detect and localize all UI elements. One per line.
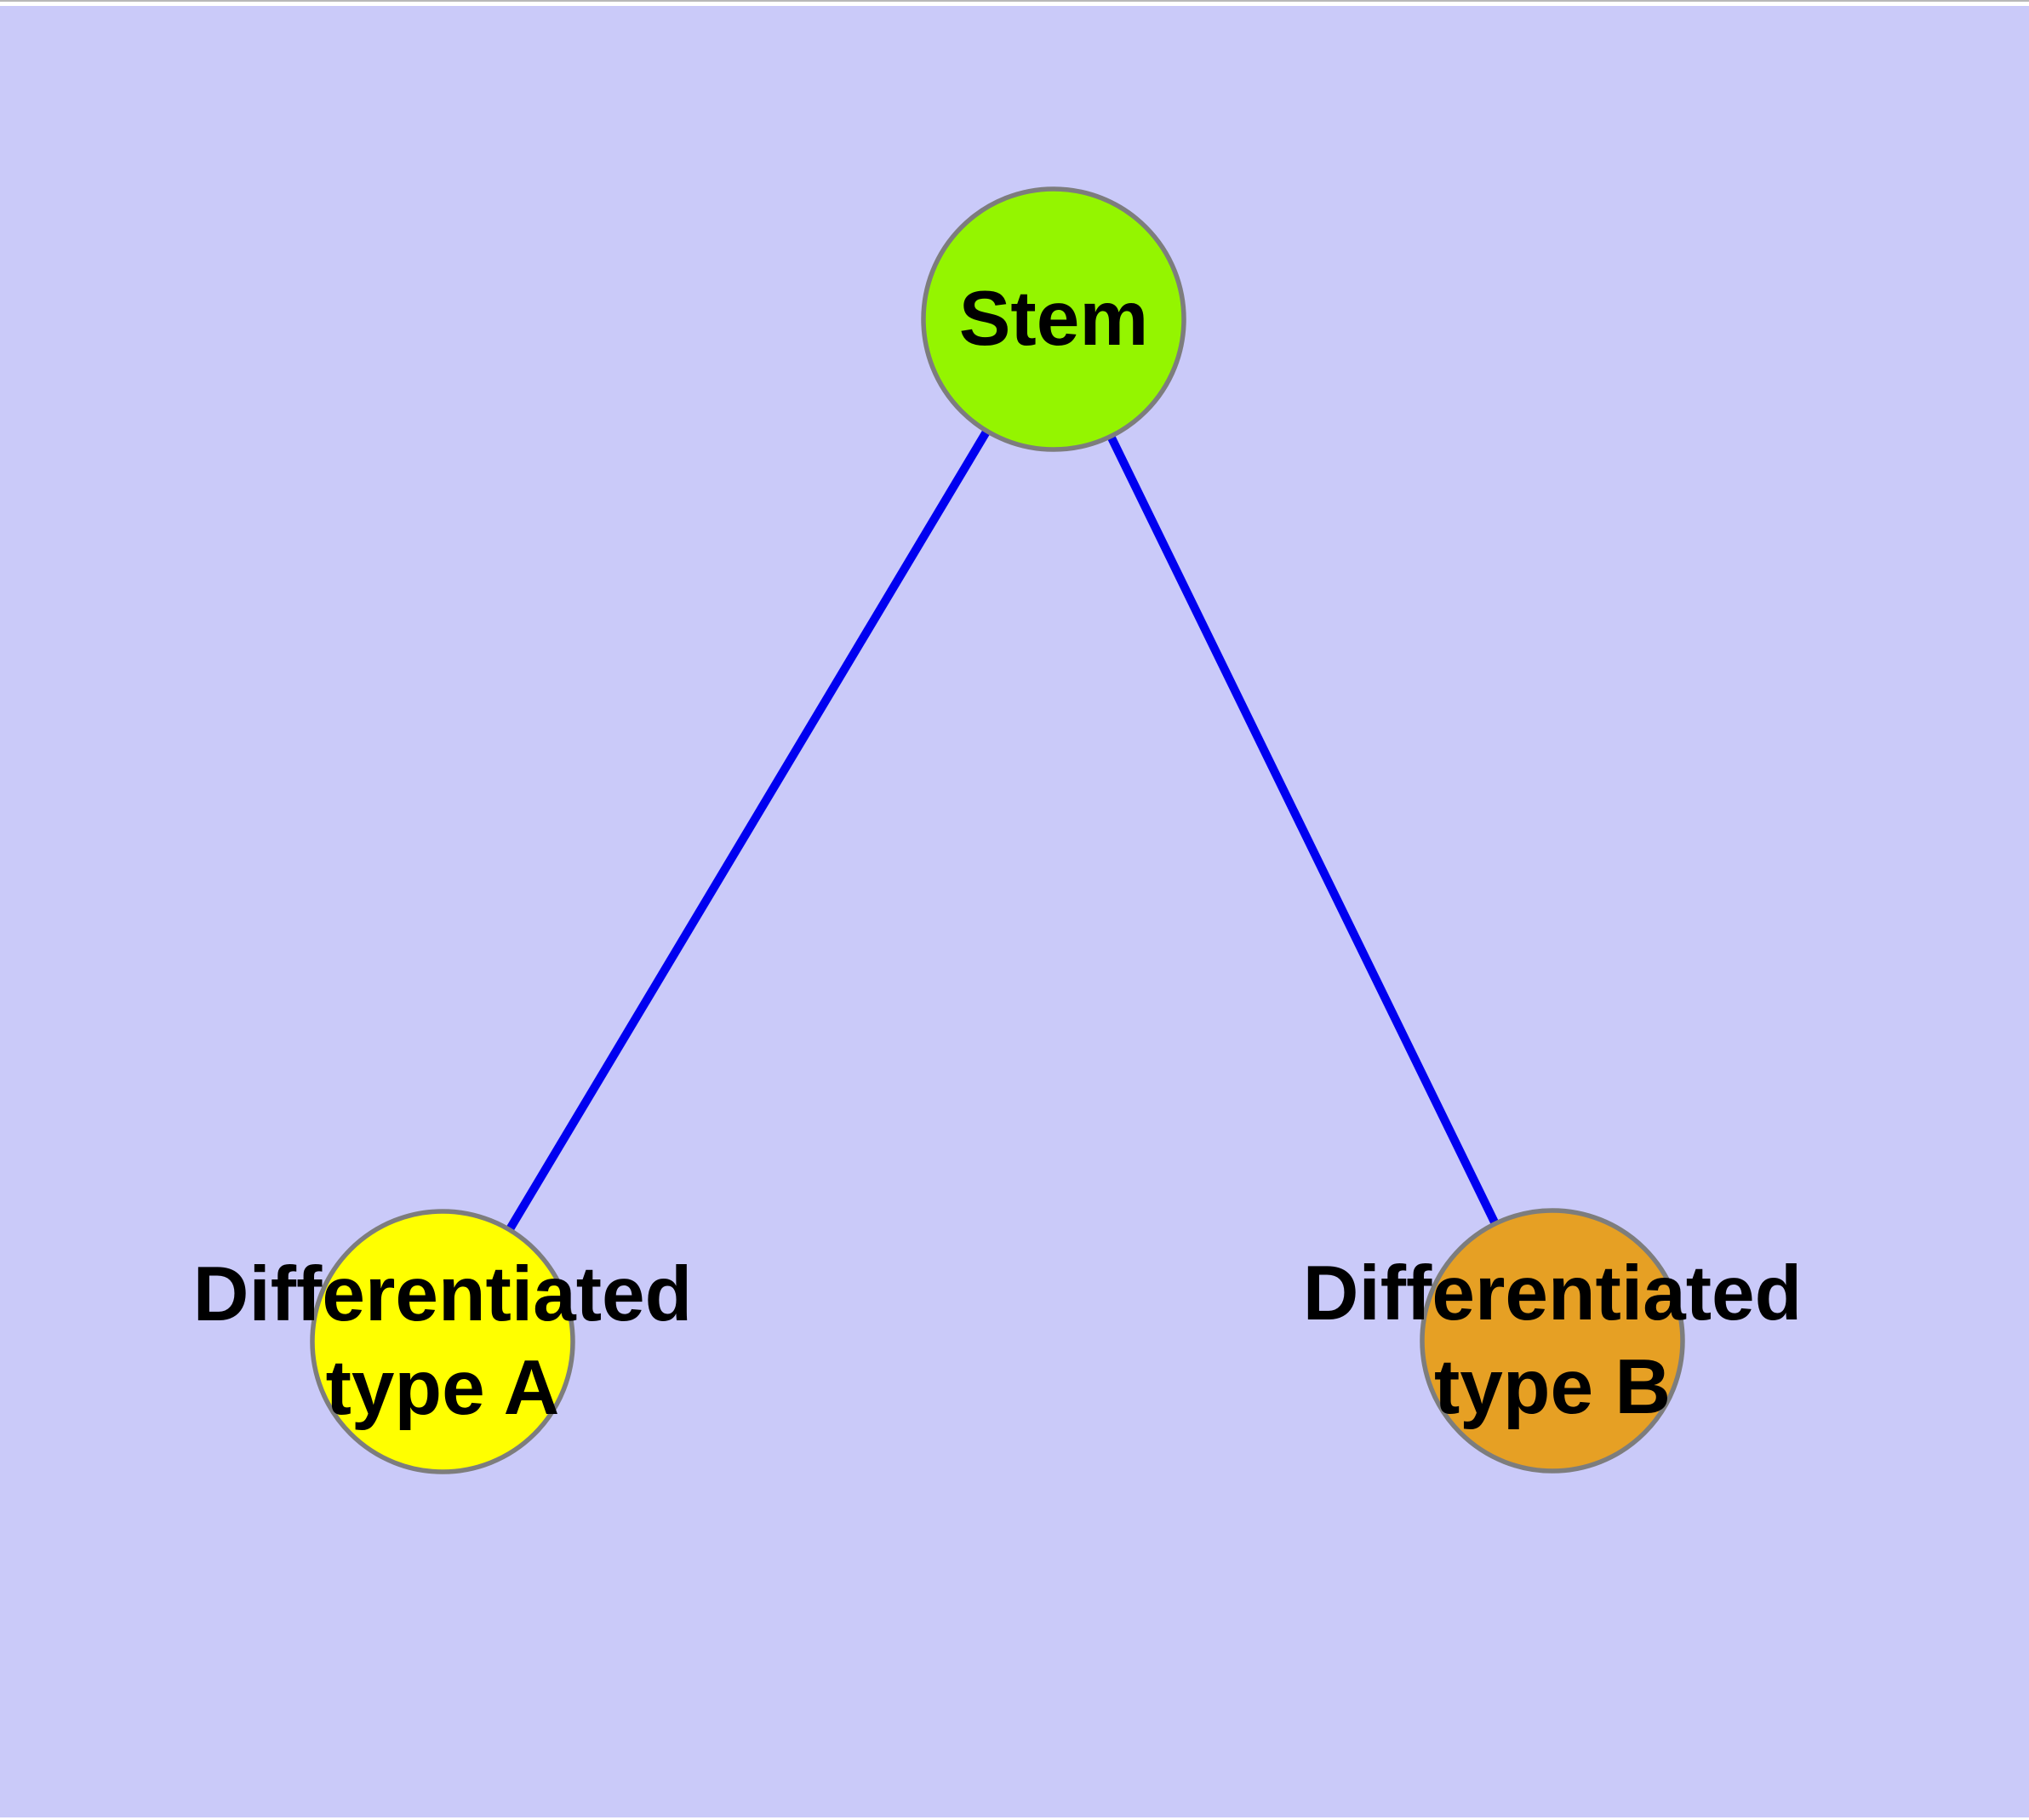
edges-layer: [438, 317, 1557, 1344]
node-circle-stem: [921, 186, 1186, 452]
nodes-layer: [310, 186, 1685, 1474]
top-margin-rule: [0, 0, 2029, 2]
node-circle-differentiated-type-a: [310, 1209, 575, 1474]
edge-stem-to-differentiated-type-a: [438, 317, 1058, 1344]
edge-stem-to-differentiated-type-b: [1049, 317, 1557, 1343]
node-circle-differentiated-type-b: [1420, 1208, 1685, 1474]
